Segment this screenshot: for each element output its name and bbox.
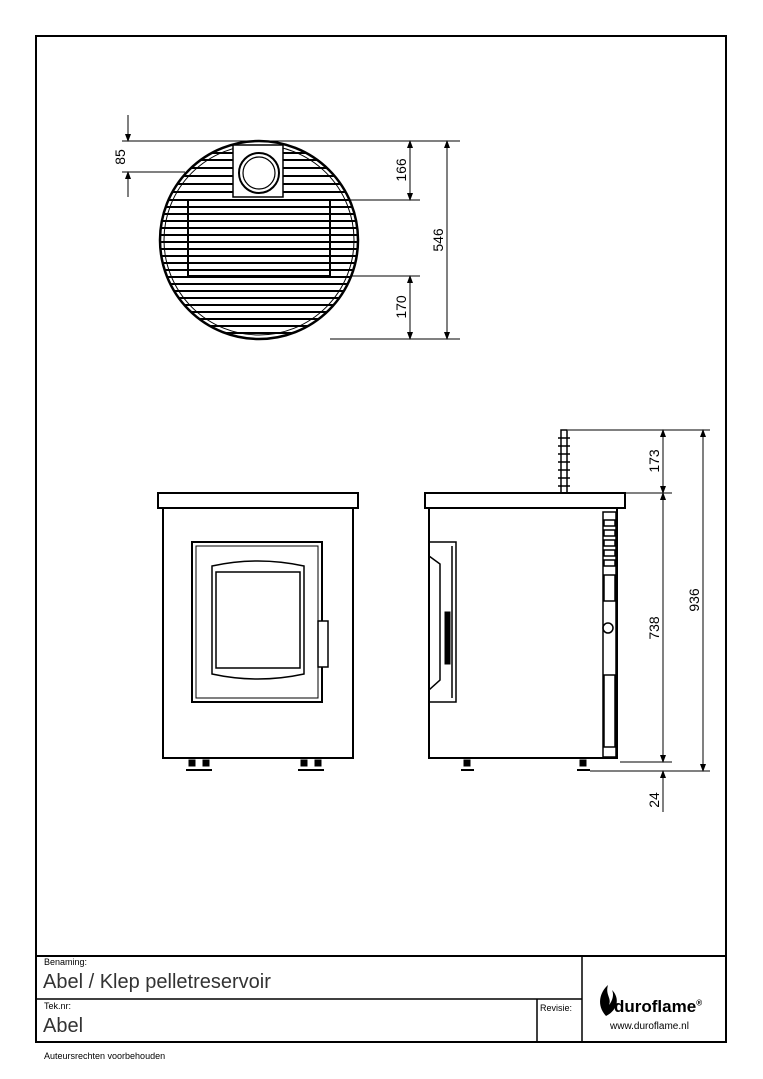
brand-url: www.duroflame.nl bbox=[610, 1021, 689, 1032]
dim-173: 173 bbox=[646, 449, 662, 473]
benaming-value: Abel / Klep pelletreservoir bbox=[43, 971, 271, 993]
dim-85: 85 bbox=[112, 149, 128, 165]
title-block bbox=[36, 955, 726, 1042]
dim-24: 24 bbox=[646, 792, 662, 808]
teknr-label: Tek.nr: bbox=[44, 1001, 72, 1011]
front-view bbox=[157, 492, 359, 771]
dim-170: 170 bbox=[393, 295, 409, 319]
drawing-sheet-border bbox=[35, 35, 727, 1043]
top-view-dimensions bbox=[122, 115, 460, 340]
dim-738: 738 bbox=[646, 616, 662, 640]
top-view bbox=[158, 139, 360, 341]
copyright-notice: Auteursrechten voorbehouden bbox=[44, 1051, 166, 1061]
dim-546: 546 bbox=[430, 228, 446, 252]
teknr-value: Abel bbox=[43, 1015, 84, 1037]
dim-936: 936 bbox=[686, 588, 702, 612]
revisie-label: Revisie: bbox=[540, 1003, 573, 1013]
side-view bbox=[424, 429, 626, 771]
dim-166: 166 bbox=[393, 158, 409, 182]
benaming-label: Benaming: bbox=[44, 957, 88, 967]
side-view-dimensions bbox=[568, 429, 710, 812]
brand-logo: duroflame® bbox=[614, 997, 703, 1016]
duroflame-flame-icon bbox=[600, 985, 617, 1016]
